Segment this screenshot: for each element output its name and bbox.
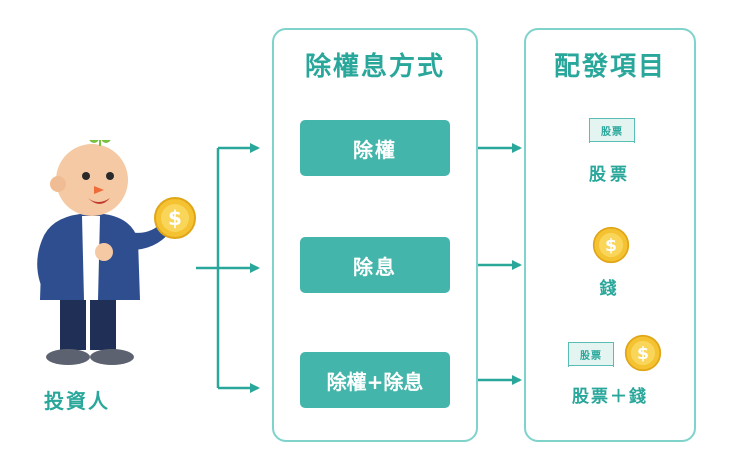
coin-icon: $ xyxy=(624,334,662,372)
svg-text:$: $ xyxy=(637,344,649,364)
held-coin-icon: $ xyxy=(154,197,196,239)
svg-text:$: $ xyxy=(168,206,182,230)
method-ex-dividend: 除息 xyxy=(300,237,450,293)
item-stock-label: 股票 xyxy=(589,165,631,185)
method-ex-rights-dividend: 除權+除息 xyxy=(300,352,450,408)
method-ex-rights: 除權 xyxy=(300,120,450,176)
stock-ticket-icon: 股票 xyxy=(585,117,639,143)
item-money-label: 錢 xyxy=(599,279,621,299)
item-stock-money-label: 股票＋錢 xyxy=(572,387,648,407)
svg-text:$: $ xyxy=(605,236,617,256)
distribution-title: 配發項目 xyxy=(553,52,666,82)
stock-ticket-text: 股票 xyxy=(601,126,623,138)
stock-ticket-icon: 股票 xyxy=(564,341,618,367)
investor-label: 投資人 xyxy=(44,389,110,413)
investor-illustration xyxy=(37,140,179,365)
stock-ticket-text: 股票 xyxy=(580,350,602,362)
coin-icon: $ xyxy=(592,226,630,264)
methods-title: 除權息方式 xyxy=(304,52,445,82)
